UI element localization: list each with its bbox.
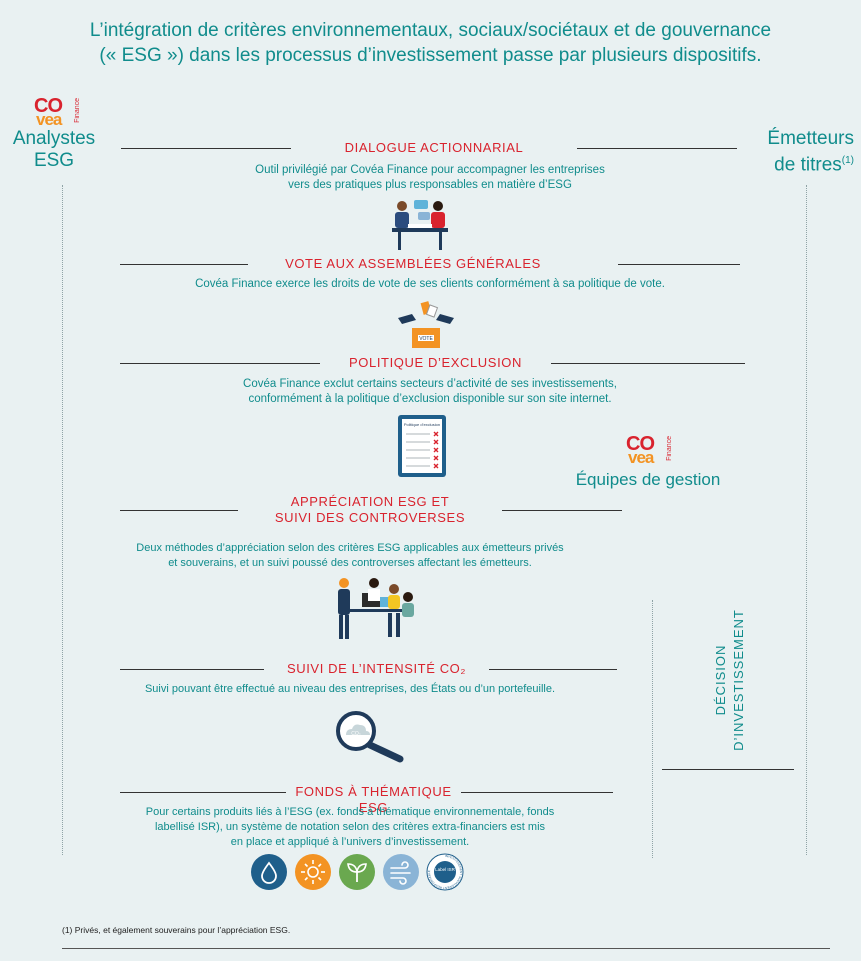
section-desc-fonds: Pour certains produits liés à l’ESG (ex.… [145, 806, 555, 848]
right-actor-label: Émetteurs de titres(1) [767, 128, 854, 176]
rule-right [489, 669, 617, 670]
meeting-icon [392, 200, 448, 250]
ballot-box-icon: VOTE [398, 301, 454, 348]
footnote: (1) Privés, et également souverains pour… [62, 925, 291, 935]
decision-dotted-line [652, 600, 653, 858]
section-desc-exclusion: Covéa Finance exclut certains secteurs d… [243, 378, 617, 405]
section-desc-vote: Covéa Finance exerce les droits de vote … [195, 278, 665, 290]
section-title-co2: SUIVI DE L’INTENSITÉ CO₂ [286, 661, 467, 676]
rule-left [120, 264, 248, 265]
rule-right [502, 510, 622, 511]
plant-icon [339, 854, 375, 890]
left-dotted-line [62, 185, 63, 855]
cloud-label: CO₂ [351, 731, 361, 737]
page-title: L’intégration de critères environnementa… [0, 18, 861, 68]
covea-logo-left: CO vea Finance [34, 95, 81, 129]
footer-rule [62, 948, 830, 949]
rule-left [120, 510, 238, 511]
rule-left [120, 669, 264, 670]
wind-icon [383, 854, 419, 890]
section-title-appreciation: APPRÉCIATION ESG ET SUIVI DES CONTROVERS… [274, 494, 466, 525]
title-line-2: (« ESG ») dans les processus d’investiss… [99, 45, 762, 66]
sun-icon [295, 854, 331, 890]
section-desc-co2: Suivi pouvant être effectué au niveau de… [144, 683, 556, 695]
covea-logo-middle: CO vea Finance [626, 433, 673, 467]
section-title-vote: VOTE AUX ASSEMBLÉES GÉNÉRALES [285, 256, 541, 271]
rule-right [551, 363, 745, 364]
isr-label-icon: Label ISR INVESTISSEMENT SOCIALEMENT RES… [426, 853, 464, 891]
right-dotted-line [806, 185, 807, 855]
vote-label: VOTE [419, 336, 433, 342]
exclusion-list-icon: Politique d’exclusion [398, 415, 446, 477]
decision-label: DÉCISION D’INVESTISSEMENT [713, 609, 746, 751]
left-actor-label: Analystes ESG [12, 128, 96, 171]
magnifier-co2-icon: CO₂ [336, 711, 404, 763]
section-desc-appreciation: Deux méthodes d’appréciation selon des c… [136, 542, 564, 569]
doc-label: Politique d’exclusion [404, 422, 440, 427]
title-line-1: L’intégration de critères environnementa… [89, 20, 772, 41]
decision-rule [662, 769, 794, 770]
rule-left [120, 792, 286, 793]
isr-inner-label: Label ISR [435, 867, 456, 872]
rule-right [461, 792, 613, 793]
section-title-exclusion: POLITIQUE D’EXCLUSION [349, 355, 522, 370]
section-desc-dialogue: Outil privilégié par Covéa Finance pour … [255, 164, 605, 191]
water-drop-icon [251, 854, 287, 890]
team-analysis-icon [338, 578, 414, 639]
rule-right [618, 264, 740, 265]
middle-actor-label: Équipes de gestion [575, 470, 721, 489]
rule-left [121, 148, 291, 149]
section-title-dialogue: DIALOGUE ACTIONNARIAL [344, 140, 524, 155]
rule-left [120, 363, 320, 364]
rule-right [577, 148, 737, 149]
section-title-fonds: FONDS À THÉMATIQUE ESG [295, 784, 452, 815]
